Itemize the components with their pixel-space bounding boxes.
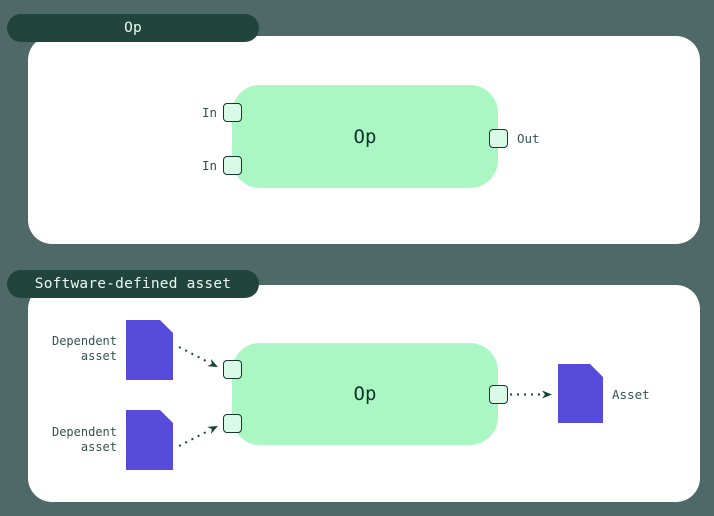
dependent-asset-label: Dependent asset [51,425,117,454]
asset-icon [558,364,603,423]
input-port [223,360,242,379]
output-port [489,385,508,404]
dependent-asset-label: Dependent asset [51,334,117,363]
input-port [223,103,242,122]
op-node-label: Op [353,125,377,148]
op-node: Op [232,85,498,188]
input-port-label: In [201,158,217,173]
sda-panel-tab: Software-defined asset [7,270,259,298]
op-panel-tab-label: Op [124,20,142,36]
input-port [223,156,242,175]
op-node: Op [232,343,498,445]
dependent-asset-icon [126,410,173,470]
dependent-asset-icon [126,320,173,380]
output-port-label: Out [517,131,540,146]
sda-panel-tab-label: Software-defined asset [34,276,232,292]
input-port-label: In [201,105,217,120]
input-port [223,414,242,433]
op-panel-tab: Op [7,14,259,42]
asset-label: Asset [612,387,650,402]
op-node-label: Op [353,383,377,405]
output-port [489,129,508,148]
